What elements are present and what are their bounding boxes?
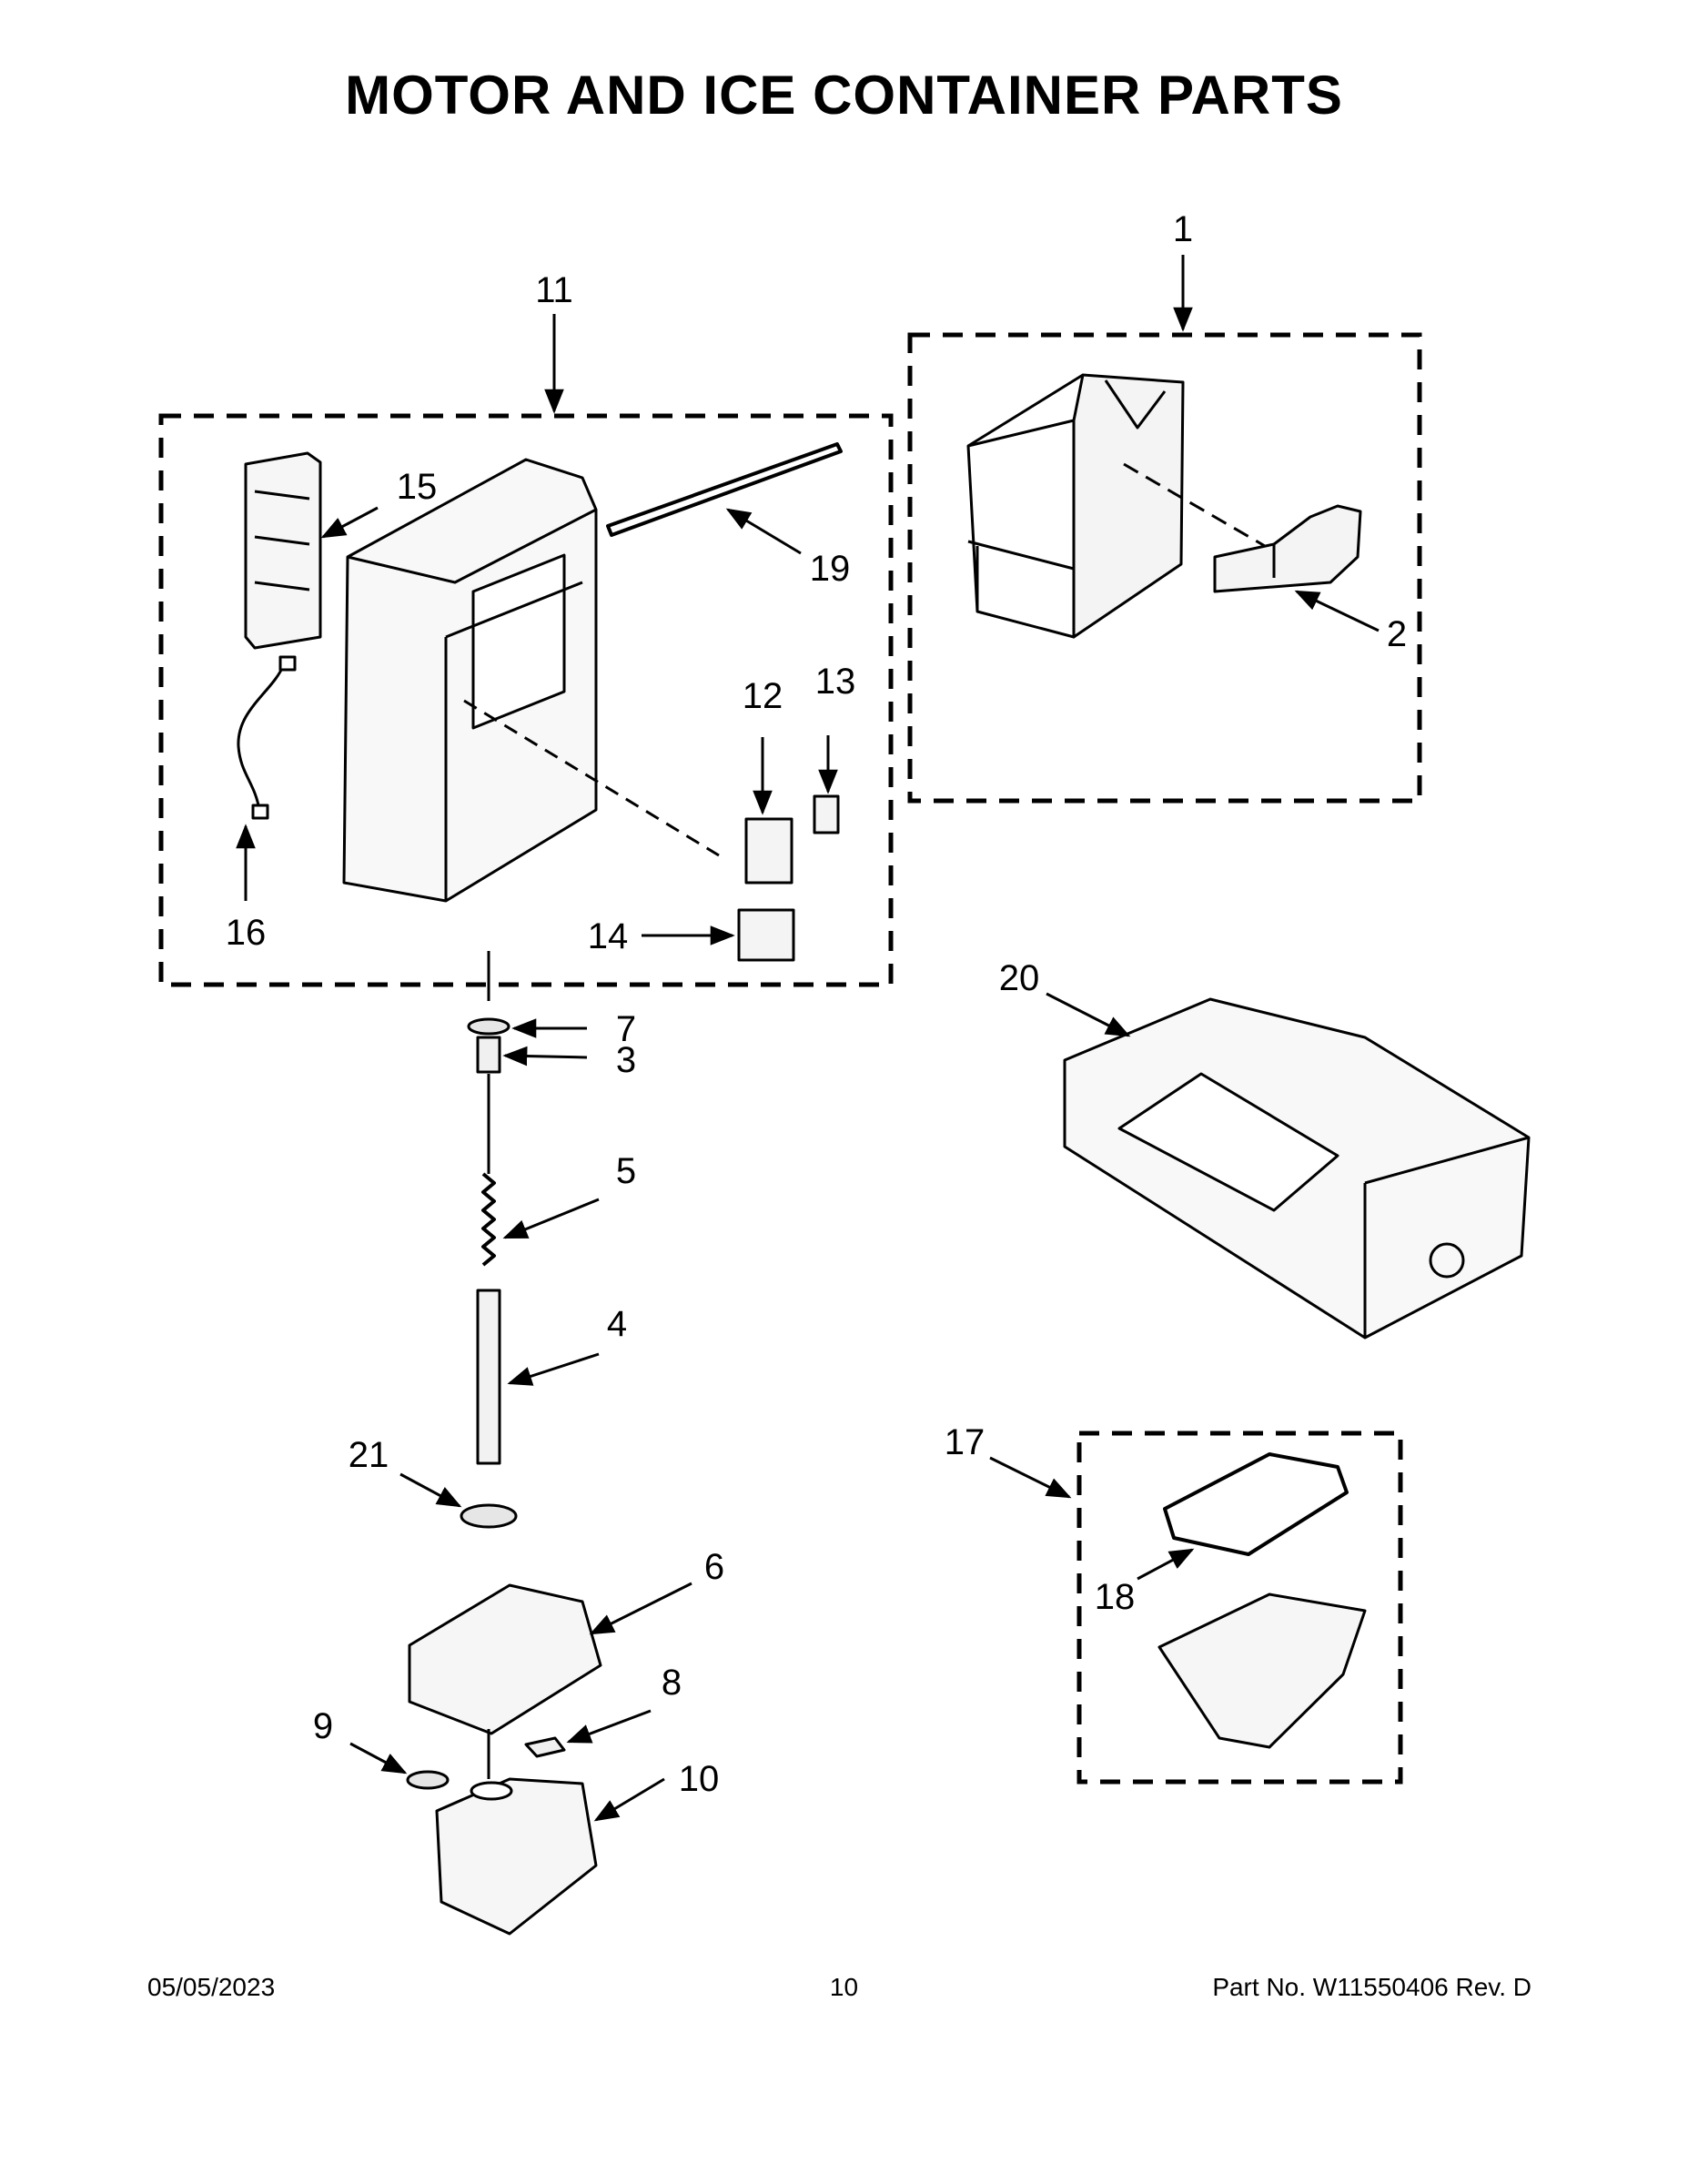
motor-10-part bbox=[435, 1777, 598, 1936]
washer-9-part bbox=[406, 1770, 450, 1790]
footer-date: 05/05/2023 bbox=[147, 1973, 276, 2001]
washer-7-part bbox=[467, 1017, 510, 1036]
panel-part bbox=[244, 451, 322, 650]
callout-3: 3 bbox=[616, 1040, 636, 1080]
callout-17: 17 bbox=[945, 1422, 986, 1462]
leader-15 bbox=[320, 506, 379, 539]
callout-7: 7 bbox=[616, 1009, 636, 1049]
leader-9 bbox=[349, 1742, 408, 1774]
leader-5 bbox=[502, 1198, 600, 1239]
part-11-dash-line bbox=[463, 699, 720, 857]
group-box-11 bbox=[158, 413, 894, 987]
leader-8 bbox=[566, 1709, 652, 1744]
footer-page-number: 10 bbox=[829, 1973, 859, 2001]
leader-17 bbox=[989, 1456, 1072, 1499]
callout-13: 13 bbox=[815, 662, 856, 702]
page-title: MOTOR AND ICE CONTAINER PARTS bbox=[345, 65, 1343, 126]
clip-8-part bbox=[524, 1736, 566, 1758]
gasket-18-part bbox=[1163, 1452, 1349, 1556]
coupler-3-part bbox=[476, 1036, 501, 1074]
bracket-part bbox=[1213, 504, 1362, 593]
callout-5: 5 bbox=[616, 1151, 636, 1191]
part-1-dash-line bbox=[1123, 462, 1266, 548]
seal-strip-part bbox=[606, 442, 843, 537]
ice-container-part bbox=[966, 373, 1185, 639]
leader-2 bbox=[1294, 590, 1380, 632]
callout-10: 10 bbox=[679, 1759, 720, 1799]
callout-1: 1 bbox=[1173, 209, 1193, 249]
tray-17-part bbox=[1157, 1592, 1367, 1749]
callout-19: 19 bbox=[810, 549, 851, 589]
callout-2: 2 bbox=[1387, 614, 1407, 654]
callout-6: 6 bbox=[704, 1547, 724, 1587]
icemaker-20-part bbox=[1063, 997, 1531, 1340]
small-switch-part bbox=[813, 794, 840, 834]
callout-15: 15 bbox=[397, 467, 438, 507]
group-box-1 bbox=[907, 332, 1422, 804]
leader-18 bbox=[1137, 1548, 1195, 1581]
wire-harness-part bbox=[237, 655, 297, 820]
leader-6 bbox=[589, 1582, 692, 1635]
callout-12: 12 bbox=[743, 676, 783, 716]
leader-10 bbox=[593, 1777, 665, 1822]
spring-5-part bbox=[481, 1172, 496, 1267]
callout-18: 18 bbox=[1095, 1577, 1136, 1617]
callout-11: 11 bbox=[535, 270, 573, 310]
group-box-17 bbox=[1076, 1431, 1403, 1785]
callout-9: 9 bbox=[313, 1706, 333, 1746]
motor-mount-6-part bbox=[408, 1583, 602, 1735]
switch-plate-part bbox=[744, 817, 793, 885]
auger-shaft-4-part bbox=[476, 1289, 501, 1465]
leader-4 bbox=[507, 1352, 600, 1386]
callout-4: 4 bbox=[607, 1304, 627, 1344]
callout-14: 14 bbox=[588, 916, 629, 956]
leader-19 bbox=[725, 508, 802, 555]
callout-8: 8 bbox=[662, 1663, 682, 1703]
relay-part bbox=[737, 908, 795, 962]
ice-housing-part bbox=[342, 458, 598, 903]
washer-21-part bbox=[460, 1503, 518, 1529]
callout-20: 20 bbox=[999, 958, 1040, 998]
callout-21: 21 bbox=[349, 1435, 389, 1475]
callout-16: 16 bbox=[226, 913, 267, 953]
footer-part-number: Part No. W11550406 Rev. D bbox=[1212, 1973, 1531, 2001]
leader-21 bbox=[399, 1472, 462, 1508]
leader-3 bbox=[502, 1046, 588, 1067]
leader-20 bbox=[1046, 992, 1131, 1037]
